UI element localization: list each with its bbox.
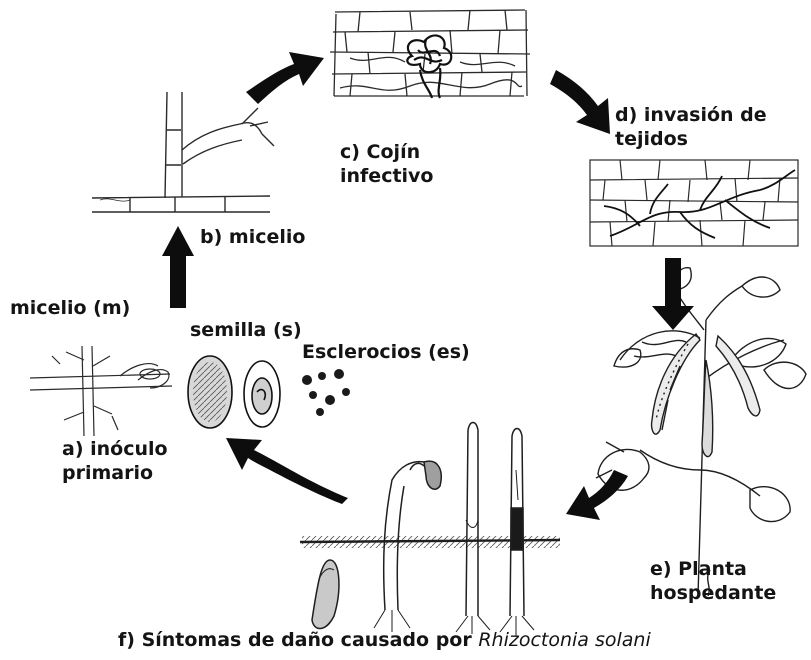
- host-plant-icon: [596, 268, 806, 596]
- infection-cushion-icon: [330, 10, 530, 98]
- label-a-line2: primario: [62, 461, 168, 485]
- label-d-tissue-invasion: d) invasión de tejidos: [615, 103, 767, 151]
- label-a-primary-inoculum: a) inóculo primario: [62, 437, 168, 485]
- label-es-sclerotia: Esclerocios (es): [302, 340, 470, 364]
- label-c-line2: infectivo: [340, 164, 434, 188]
- label-a-line1: a) inóculo: [62, 437, 168, 461]
- label-s-seed: semilla (s): [190, 318, 302, 342]
- label-c-line1: c) Cojín: [340, 140, 434, 164]
- label-m-mycelium: micelio (m): [10, 296, 130, 320]
- label-d-line2: tejidos: [615, 127, 767, 151]
- label-e-host-plant: e) Planta hospedante: [650, 557, 776, 605]
- damaged-seedlings-icon: [300, 423, 560, 637]
- label-e-line1: e) Planta: [650, 557, 776, 581]
- label-e-line2: hospedante: [650, 581, 776, 605]
- caption-species: Rhizoctonia solani: [478, 629, 650, 651]
- label-c-infection-cushion: c) Cojín infectivo: [340, 140, 434, 188]
- seed-icon: [188, 356, 280, 428]
- label-b-mycelium: b) micelio: [200, 225, 305, 249]
- mycelium-m-icon: [30, 346, 172, 436]
- label-d-line1: d) invasión de: [615, 103, 767, 127]
- tissue-invasion-icon: [590, 160, 798, 246]
- caption-prefix: f) Síntomas de daño causado por: [118, 629, 478, 651]
- caption-f-symptoms: f) Síntomas de daño causado por Rhizocto…: [118, 628, 651, 652]
- sclerotia-icon: [302, 369, 350, 416]
- mycelium-icon: [92, 92, 274, 212]
